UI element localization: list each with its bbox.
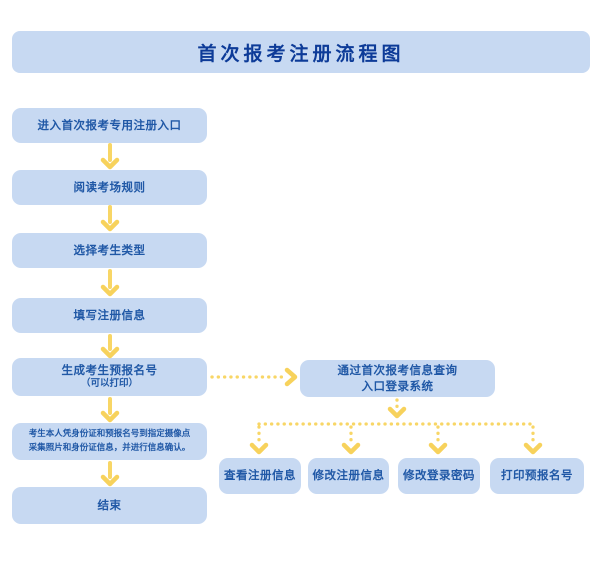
action-label: 查看注册信息 (224, 468, 296, 483)
flow-step-label: 生成考生预报名号 (61, 362, 158, 377)
down-arrow-icon (100, 205, 120, 232)
dotted-down-arrow-icon (523, 425, 543, 455)
down-arrow-icon (100, 334, 120, 359)
action-change-password: 修改登录密码 (398, 458, 480, 494)
flow-step-label-line2: 采集照片和身份证信息，并进行信息确认。 (28, 442, 191, 453)
flow-step-sublabel: （可以打印） (80, 378, 138, 390)
flow-step-label: 进入首次报考专用注册入口 (37, 117, 182, 132)
branch-query-line1: 通过首次报考信息查询 (337, 362, 458, 377)
dotted-down-arrow-icon (428, 425, 448, 455)
flow-step-fill-info: 填写注册信息 (12, 298, 207, 333)
flow-step-read-rules: 阅读考场规则 (12, 170, 207, 205)
down-arrow-icon (100, 397, 120, 423)
flowchart-title: 首次报考注册流程图 (12, 31, 590, 73)
down-arrow-icon (100, 269, 120, 297)
action-view-registration-info: 查看注册信息 (219, 458, 301, 494)
dotted-down-arrow-icon (387, 398, 407, 419)
flow-step-label-line1: 考生本人凭身份证和预报名号到指定摄像点 (28, 429, 191, 440)
flow-step-generate-number: 生成考生预报名号 （可以打印） (12, 358, 207, 396)
dotted-down-arrow-icon (341, 425, 361, 455)
flow-step-label: 选择考生类型 (73, 242, 146, 257)
dotted-right-arrow-icon (210, 367, 298, 387)
flow-step-label: 阅读考场规则 (73, 179, 146, 194)
flow-step-select-type: 选择考生类型 (12, 233, 207, 268)
flow-step-photo-confirm: 考生本人凭身份证和预报名号到指定摄像点 采集照片和身份证信息，并进行信息确认。 (12, 423, 207, 460)
action-modify-registration-info: 修改注册信息 (308, 458, 389, 494)
branch-query-line2: 入口登录系统 (361, 378, 434, 393)
flow-step-label: 填写注册信息 (73, 307, 146, 322)
action-label: 打印预报名号 (501, 468, 573, 483)
flow-step-enter-portal: 进入首次报考专用注册入口 (12, 108, 207, 143)
action-label: 修改注册信息 (312, 468, 385, 483)
down-arrow-icon (100, 143, 120, 170)
action-print-number: 打印预报名号 (490, 458, 584, 494)
dotted-down-arrow-icon (249, 425, 269, 455)
flowchart-title-text: 首次报考注册流程图 (197, 42, 405, 65)
action-label: 修改登录密码 (403, 468, 475, 483)
flow-step-label: 结束 (97, 497, 122, 512)
branch-query-login-box: 通过首次报考信息查询 入口登录系统 (300, 360, 495, 397)
flow-step-end: 结束 (12, 487, 207, 524)
down-arrow-icon (100, 461, 120, 487)
